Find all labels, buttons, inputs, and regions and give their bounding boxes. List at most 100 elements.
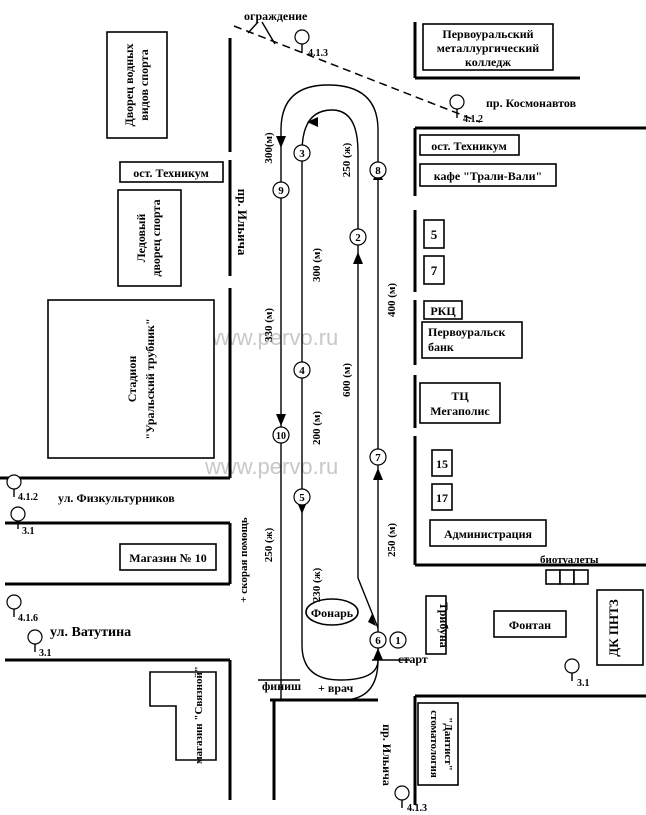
- arrow-up-7: [373, 468, 383, 480]
- segment-250zh-left: 250 (ж): [263, 527, 275, 562]
- building-5: [423, 219, 445, 249]
- cafe-building: [419, 163, 557, 187]
- svg-text:4.1.3: 4.1.3: [308, 48, 328, 59]
- race-route: [258, 84, 410, 701]
- checkpoint-8-label: 8: [375, 165, 381, 177]
- svyaznoy-building: [149, 671, 217, 761]
- fountain-building: [493, 610, 567, 638]
- megapolis-label-2: Мегаполис: [430, 404, 490, 418]
- dentist-building: [417, 702, 459, 786]
- fence-pointer: [247, 21, 259, 34]
- ice-palace-label-1: Ледовый: [134, 214, 148, 263]
- building-15: [431, 449, 453, 477]
- checkpoints: 1 2 3 4 5 6 7 8 9 10: [272, 144, 407, 649]
- segment-labels: 300(м) 250 (ж) 300 (м) 330 (м) 400 (м) 6…: [263, 132, 398, 602]
- checkpoint-8: [369, 161, 387, 179]
- bank-label-1: Первоуральск: [428, 325, 505, 339]
- building-15-label: 15: [436, 457, 448, 471]
- checkpoint-6: [369, 631, 387, 649]
- college-label-2: металлургический: [437, 41, 540, 55]
- rkc-building: [423, 300, 463, 320]
- building-7: [423, 255, 445, 285]
- building-5-label: 5: [431, 227, 438, 242]
- buildings: Дворец водных видов спорта ост. Техникум…: [47, 23, 644, 786]
- checkpoint-4-label: 4: [299, 365, 305, 377]
- dentist-label-2: "Дантист": [442, 717, 454, 771]
- route-outer-loop: [280, 84, 379, 701]
- ice-palace-label-2: дворец спорта: [149, 199, 163, 276]
- toilets-label: биотуалеты: [540, 554, 599, 566]
- fence-label: ограждение: [244, 9, 308, 23]
- sign-412-left: 4.1.2: [6, 474, 38, 503]
- water-palace-label-2: видов спорта: [137, 49, 151, 120]
- stop-left-box: [119, 161, 224, 183]
- svg-text:3.1: 3.1: [577, 678, 590, 689]
- lantern-label: Фонарь: [311, 606, 354, 620]
- dentist-label-1: стоматология: [428, 710, 440, 778]
- segment-230zh: 230 (ж): [311, 567, 323, 602]
- tribune-label: Трибуна: [437, 602, 451, 648]
- kosmonavtov-label: пр. Космонавтов: [486, 96, 577, 110]
- dk-building: [596, 589, 644, 666]
- segment-330m: 330 (м): [263, 308, 275, 342]
- building-7-label: 7: [431, 263, 438, 278]
- start-label: старт: [398, 652, 428, 666]
- bank-label-2: банк: [428, 340, 454, 354]
- sign-413-bottom: 4.1.3: [394, 785, 427, 814]
- arrow-up-2: [353, 252, 363, 264]
- watermark-bottom: www.pervo.ru: [204, 454, 338, 479]
- svg-text:3.1: 3.1: [39, 648, 52, 659]
- sign-31-right: 3.1: [564, 658, 590, 689]
- sign-413-top: 4.1.3: [294, 29, 328, 59]
- traffic-signs: 4.1.3 4.1.2 4.1.2 3.1 4.1.6 3.1 3.1 4.1: [6, 29, 590, 814]
- checkpoint-7-label: 7: [375, 452, 381, 464]
- svyaznoy-label: магазин "Связной": [193, 666, 205, 764]
- segment-300m-top: 300(м): [263, 132, 275, 164]
- fizkult-label: ул. Физкультурников: [58, 491, 175, 505]
- doctor-label: + врач: [318, 681, 354, 695]
- stadium-building: [47, 299, 215, 459]
- college-label-3: колледж: [465, 55, 511, 69]
- water-palace-building: [106, 31, 168, 139]
- stop-right-box: [419, 134, 520, 156]
- ilyicha-top-label: пр. Ильича: [235, 189, 250, 256]
- ambulance-label: + скорая помощь: [238, 517, 250, 603]
- segment-250m: 250 (м): [386, 523, 398, 557]
- ilyicha-bottom-label: пр. Ильича: [380, 724, 394, 786]
- sign-412-top: 4.1.2: [449, 94, 483, 125]
- dk-label: ДК ПНТЗ: [606, 599, 621, 657]
- toilet-2: [559, 569, 575, 585]
- administration-building: [429, 519, 547, 547]
- segment-600m: 600 (м): [341, 363, 353, 397]
- checkpoint-9-label: 9: [278, 185, 284, 197]
- segment-250zh-top: 250 (ж): [341, 142, 353, 177]
- segment-200m: 200 (м): [311, 411, 323, 445]
- sign-416-left: 4.1.6: [6, 594, 38, 624]
- checkpoint-10: [272, 426, 290, 444]
- svg-text:3.1: 3.1: [22, 526, 35, 537]
- arrow-down-top: [276, 136, 286, 148]
- building-17: [431, 483, 453, 511]
- fountain-label: Фонтан: [509, 618, 551, 632]
- sign-31-left: 3.1: [10, 506, 35, 537]
- stop-left-label: ост. Техникум: [133, 166, 209, 180]
- watermark-top: www.pervo.ru: [204, 325, 338, 350]
- water-palace-label-1: Дворец водных: [122, 44, 136, 127]
- svg-text:4.1.3: 4.1.3: [407, 803, 427, 814]
- sign-31-vatutina: 3.1: [27, 629, 52, 659]
- checkpoint-3-label: 3: [299, 148, 305, 160]
- checkpoint-2: [349, 228, 367, 246]
- toilet-1: [545, 569, 561, 585]
- college-label-1: Первоуральский: [442, 27, 533, 41]
- fence-line: [233, 25, 481, 123]
- fence-pointer-2: [261, 21, 276, 45]
- toilet-3: [573, 569, 589, 585]
- arrow-up-start: [373, 648, 383, 660]
- rkc-label: РКЦ: [430, 304, 456, 318]
- checkpoint-4: [293, 361, 311, 379]
- building-17-label: 17: [436, 491, 448, 505]
- checkpoint-3: [293, 144, 311, 162]
- checkpoint-5: [293, 488, 311, 506]
- stadium-label-1: Стадион: [125, 356, 139, 403]
